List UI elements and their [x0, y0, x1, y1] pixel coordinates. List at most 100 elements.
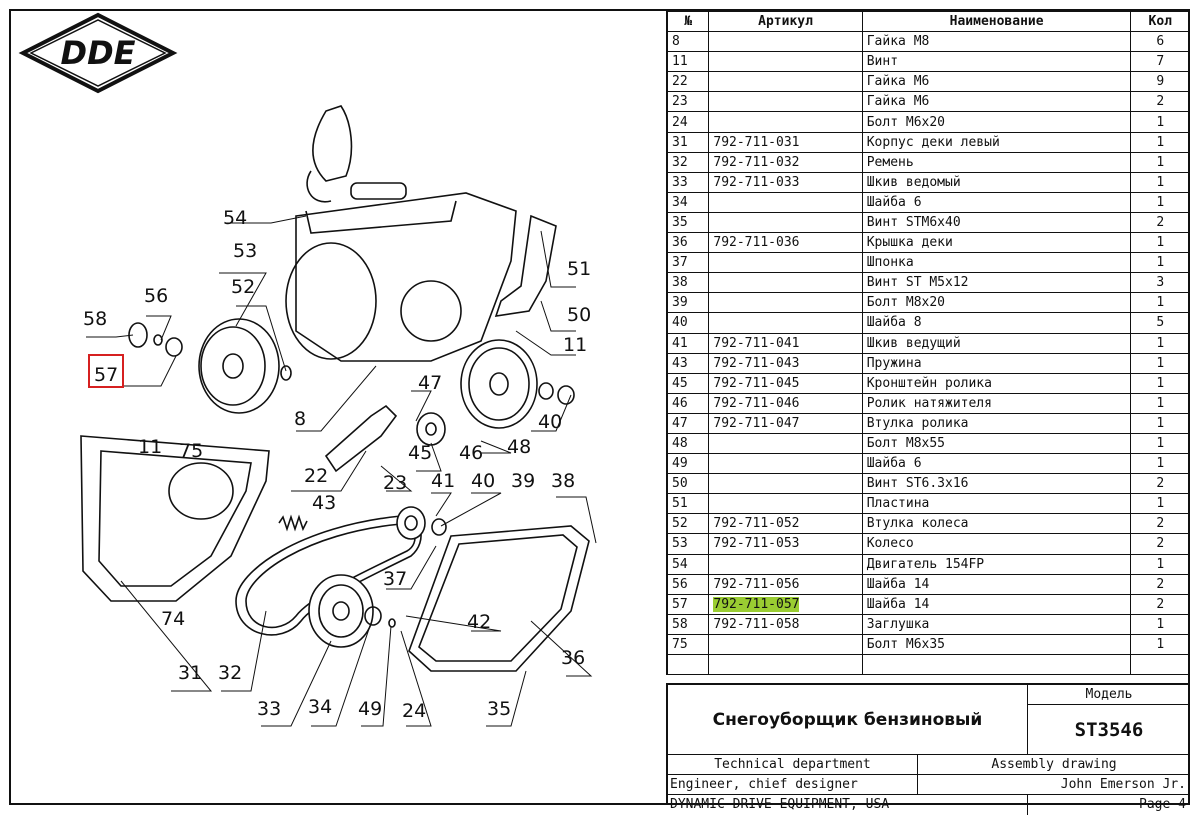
cell-name: Колесо — [861, 533, 1132, 555]
doc-type: Assembly drawing — [918, 755, 1190, 775]
cell-num: 49 — [666, 453, 710, 475]
cell-num: 38 — [666, 272, 710, 294]
cell-article: 792-711-056 — [708, 573, 863, 595]
label-45: 45 — [408, 442, 432, 464]
cell-name: Гайка М6 — [861, 91, 1132, 113]
cell-article — [708, 91, 863, 113]
cell-qty: 1 — [1130, 151, 1190, 173]
cell-qty: 2 — [1130, 91, 1190, 113]
label-48: 48 — [507, 436, 531, 458]
label-11-left: 11 — [138, 436, 162, 458]
header-article: Артикул — [708, 10, 863, 33]
cell-name: Винт ST M5х12 — [861, 272, 1132, 294]
cell-qty: 1 — [1130, 392, 1190, 414]
cell-name: Пластина — [861, 493, 1132, 515]
cell-qty: 2 — [1130, 211, 1190, 234]
cell-num: 46 — [666, 392, 710, 414]
exploded-view-drawing: DDE — [18, 12, 597, 727]
label-35: 35 — [487, 698, 511, 720]
cell-num: 8 — [666, 31, 710, 53]
cell-qty: 1 — [1130, 111, 1190, 133]
cell-article — [708, 51, 863, 73]
department: Technical department — [668, 755, 918, 775]
cell-num: 47 — [666, 412, 710, 434]
cell-num: 40 — [666, 312, 710, 334]
parts-table-header: № Артикул Наименование Кол — [666, 10, 1190, 33]
cell-name: Болт М6х20 — [861, 111, 1132, 133]
cell-name: Двигатель 154FP — [861, 553, 1132, 575]
cell-article: 792-711-041 — [708, 332, 863, 354]
cell-qty — [1130, 653, 1190, 676]
header-qty: Кол — [1130, 10, 1190, 33]
cell-num: 11 — [666, 51, 710, 73]
cell-qty: 1 — [1130, 613, 1190, 635]
model-label: Модель — [1028, 685, 1190, 705]
label-58: 58 — [83, 308, 107, 330]
cell-name: Крышка деки — [861, 232, 1132, 254]
cell-qty: 1 — [1130, 292, 1190, 314]
cell-qty: 9 — [1130, 71, 1190, 93]
cell-article: 792-711-036 — [708, 232, 863, 254]
cell-name: Пружина — [861, 352, 1132, 374]
cell-article — [708, 473, 863, 495]
label-33: 33 — [257, 698, 281, 720]
label-38: 38 — [551, 470, 575, 492]
cell-num: 58 — [666, 613, 710, 635]
cell-qty: 1 — [1130, 372, 1190, 394]
cell-num: 51 — [666, 493, 710, 515]
cell-name: Шайба 6 — [861, 191, 1132, 213]
highlighted-article: 792-711-057 — [713, 596, 800, 612]
cell-qty: 1 — [1130, 352, 1190, 374]
cell-qty: 6 — [1130, 31, 1190, 53]
svg-text:DDE: DDE — [61, 34, 136, 72]
cell-qty: 1 — [1130, 191, 1190, 213]
cell-name: Болт М8х55 — [861, 432, 1132, 455]
cell-num: 31 — [666, 131, 710, 153]
cell-article: 792-711-033 — [708, 171, 863, 193]
cell-num: 23 — [666, 91, 710, 113]
cell-qty: 1 — [1130, 171, 1190, 193]
designer-name: John Emerson Jr. — [918, 775, 1190, 795]
cell-article — [708, 211, 863, 234]
cell-qty: 1 — [1130, 332, 1190, 354]
cell-article: 792-711-043 — [708, 352, 863, 374]
label-46: 46 — [459, 442, 483, 464]
label-39: 39 — [511, 470, 535, 492]
label-74: 74 — [161, 608, 185, 630]
cell-article — [708, 312, 863, 334]
label-40: 40 — [471, 470, 495, 492]
label-54: 54 — [223, 207, 247, 229]
cell-article: 792-711-057 — [708, 593, 863, 615]
cell-num: 24 — [666, 111, 710, 133]
cell-num: 48 — [666, 432, 710, 455]
cell-qty: 2 — [1130, 513, 1190, 535]
cell-name: Винт — [861, 51, 1132, 73]
label-52: 52 — [231, 276, 255, 298]
cell-article: 792-711-031 — [708, 131, 863, 153]
cell-article — [708, 493, 863, 515]
cell-article — [708, 653, 863, 676]
header-name: Наименование — [861, 10, 1132, 33]
cell-name: Кронштейн ролика — [861, 372, 1132, 394]
cell-qty: 1 — [1130, 633, 1190, 656]
label-47: 47 — [418, 372, 442, 394]
cell-qty: 2 — [1130, 533, 1190, 555]
cell-name: Гайка М8 — [861, 31, 1132, 53]
label-36: 36 — [561, 647, 585, 669]
